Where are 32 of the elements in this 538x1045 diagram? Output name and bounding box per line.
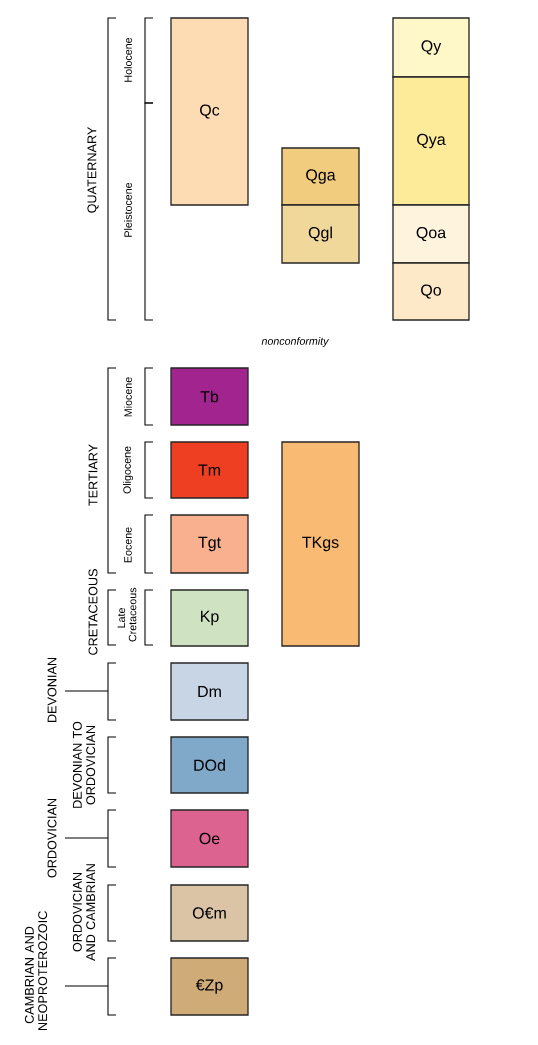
- timescale-label: Eocene: [124, 527, 132, 563]
- map-unit-box: Qgl: [281, 204, 360, 264]
- timescale-label: QUATERNARY: [87, 126, 99, 213]
- map-unit-box: Tgt: [170, 514, 249, 574]
- timescale-label: ORDOVICIAN AND CAMBRIAN: [72, 864, 96, 961]
- timescale-label: Miocene: [124, 377, 132, 417]
- timescale-label: Oligocene: [123, 446, 133, 494]
- map-unit-box: Qga: [281, 147, 360, 206]
- map-unit-box: DOd: [170, 736, 249, 794]
- map-unit-box: Tb: [170, 367, 249, 426]
- timescale-label: CRETACEOUS: [88, 569, 98, 655]
- map-unit-box: €Zp: [170, 957, 249, 1016]
- map-unit-box: Oe: [170, 809, 249, 868]
- timescale-label: Late Cretaceous: [117, 587, 137, 642]
- map-unit-box: Qc: [170, 17, 249, 206]
- timescale-label: DEVONIAN TO ORDOVICIAN: [72, 721, 96, 808]
- map-unit-box: Qya: [392, 76, 470, 206]
- map-unit-box: Qy: [392, 17, 470, 78]
- map-unit-box: O€m: [170, 884, 249, 942]
- timescale-label: DEVONIAN: [47, 657, 57, 723]
- timescale-label: ORDOVICIAN: [47, 798, 57, 878]
- map-unit-box: Tm: [170, 441, 249, 499]
- timescale-label: CAMBRIAN AND NEOPROTEROZOIC: [24, 911, 48, 1030]
- timescale-label: TERTIARY: [88, 444, 98, 506]
- map-unit-box: TKgs: [281, 441, 360, 647]
- map-unit-box: Qoa: [392, 204, 470, 264]
- map-unit-box: Kp: [170, 589, 249, 647]
- timescale-label: Pleistocene: [124, 182, 132, 237]
- map-unit-box: Dm: [170, 662, 249, 721]
- map-unit-box: Qo: [392, 262, 470, 321]
- note-label: nonconformity: [261, 337, 330, 347]
- timescale-label: Holocene: [124, 37, 132, 82]
